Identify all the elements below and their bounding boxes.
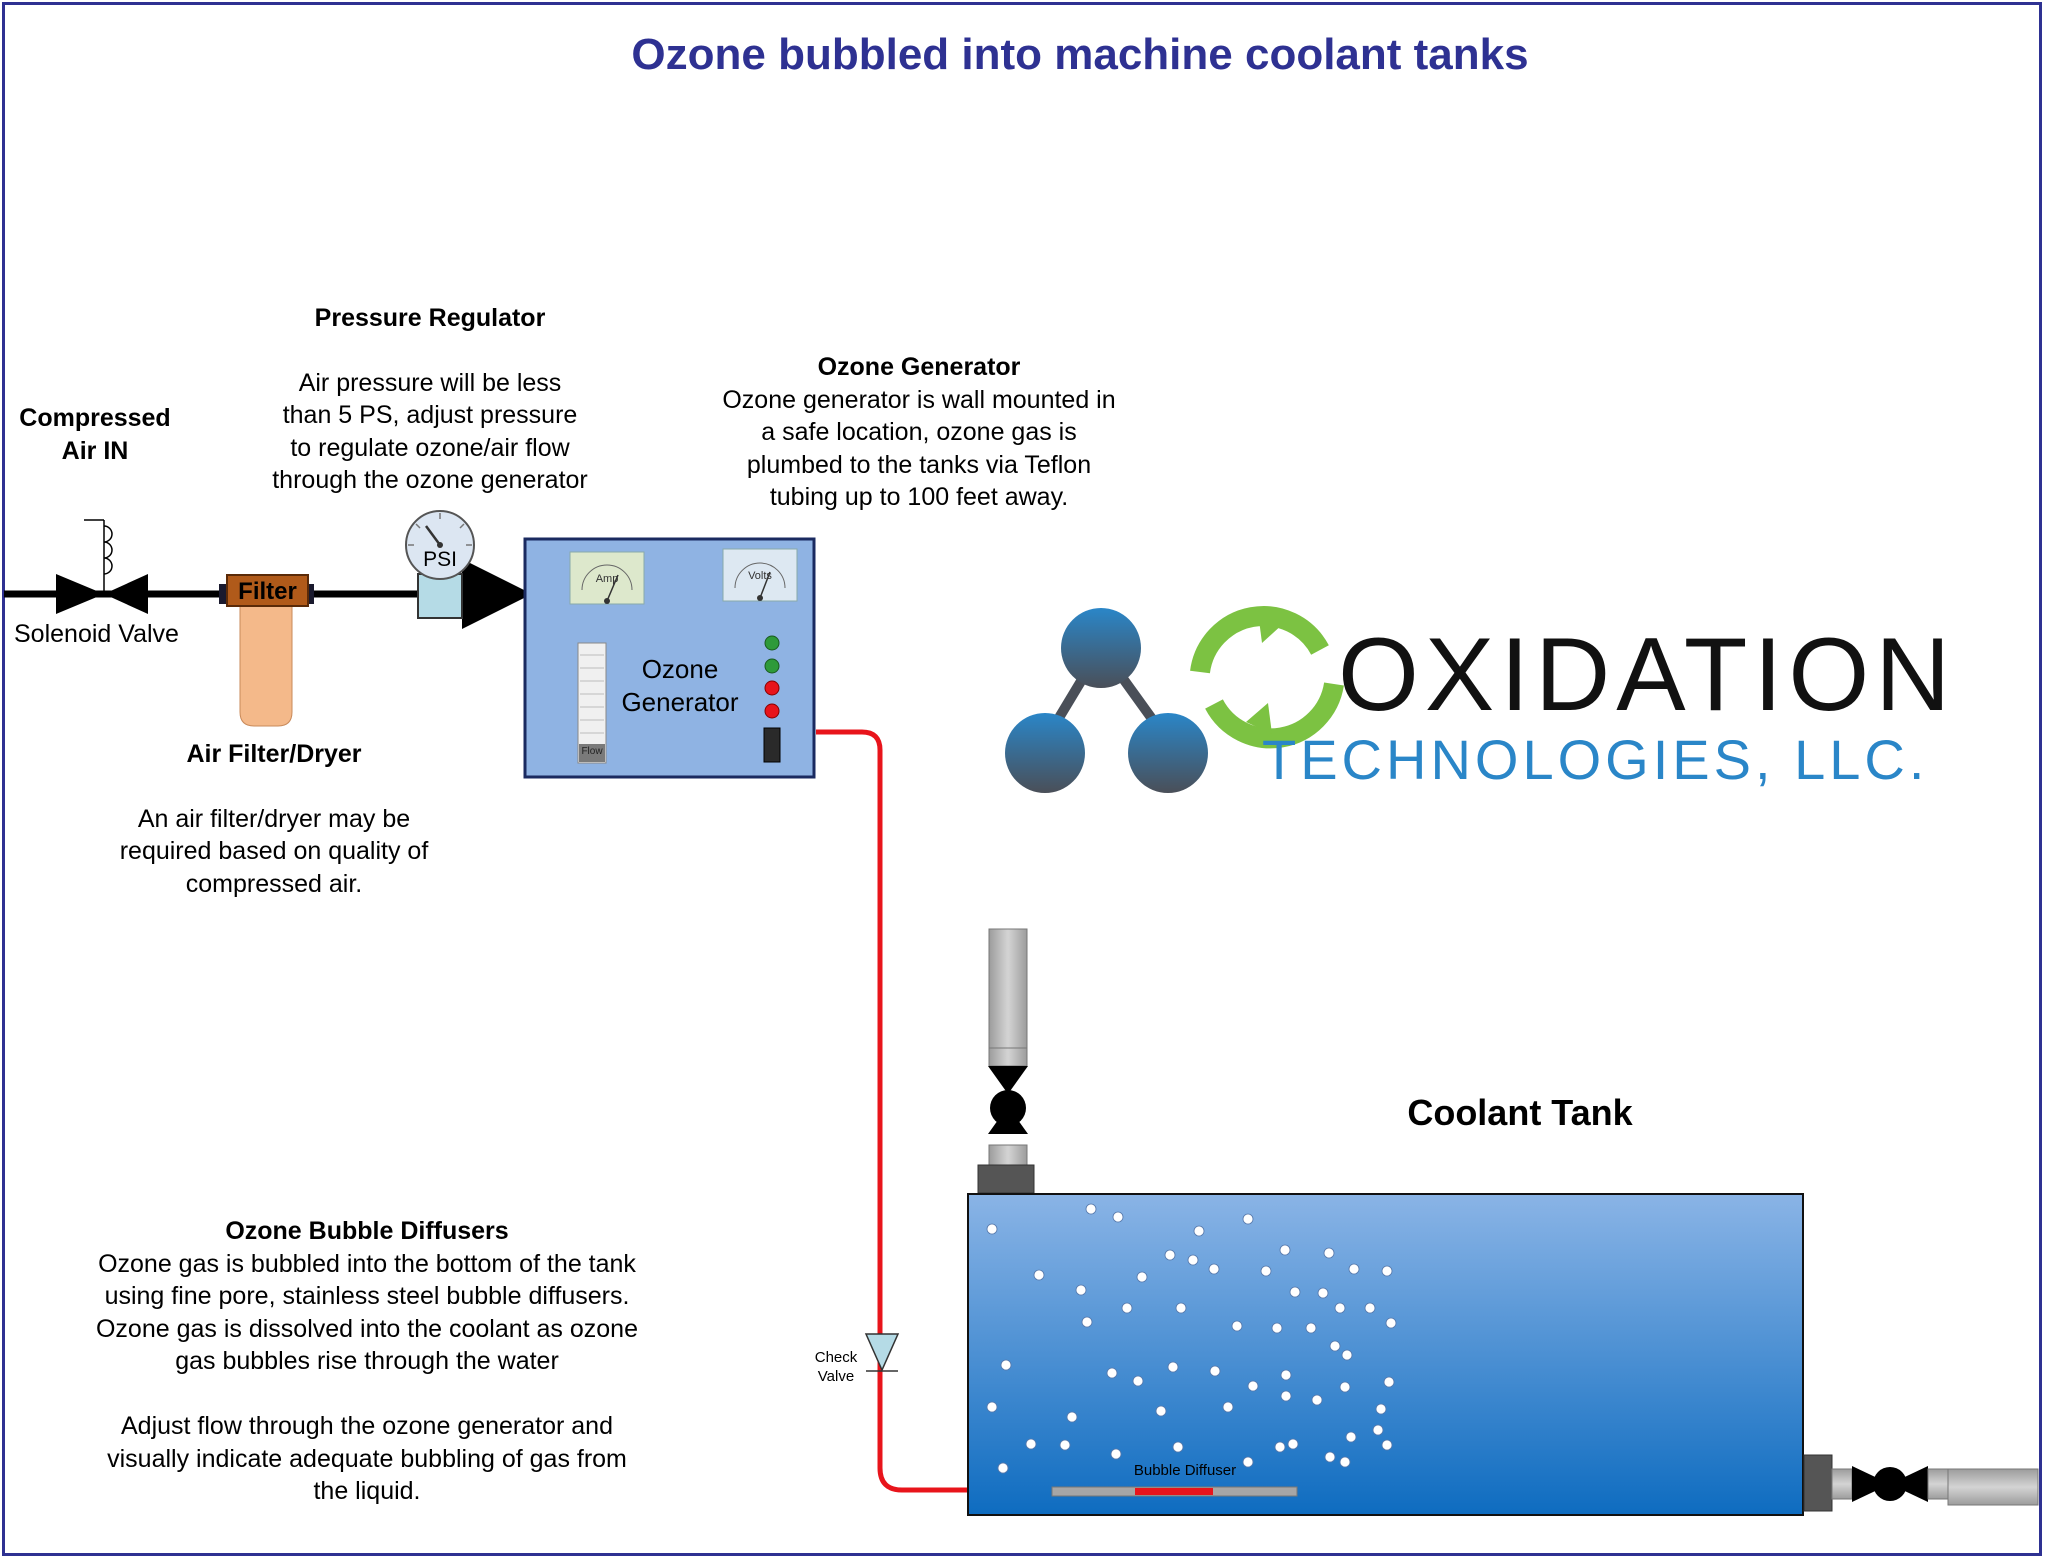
- air-filter-note: Air Filter/Dryer An air filter/dryer may…: [94, 738, 454, 900]
- compressed-air-label: Compressed Air IN: [19, 404, 171, 465]
- coolant-tank: [967, 1193, 1804, 1516]
- logo-molecule-icon: [1005, 608, 1208, 793]
- ozone-generator-text: Ozone generator is wall mounted in a saf…: [722, 385, 1116, 512]
- psi-tag: PSI: [423, 548, 457, 571]
- indicator-lights: [764, 635, 780, 719]
- check-valve-icon[interactable]: [864, 1333, 900, 1372]
- generator-panel-label: Ozone Generator: [621, 654, 739, 717]
- indicator-light: [764, 658, 780, 674]
- bubble-diffusers-text: Ozone gas is bubbled into the bottom of …: [95, 1249, 638, 1506]
- filter-tag: Filter: [238, 578, 297, 605]
- flow-meter-label: Flow: [581, 746, 603, 757]
- bubble-diffusers-heading: Ozone Bubble Diffusers: [225, 1217, 509, 1245]
- check-valve-label: Check Valve: [814, 1349, 858, 1385]
- bubble-diffuser-label: Bubble Diffuser: [1133, 1462, 1237, 1479]
- ozone-generator-note: Ozone Generator Ozone generator is wall …: [694, 351, 1144, 514]
- air-filter-icon[interactable]: [219, 574, 314, 727]
- solenoid-valve-icon[interactable]: [56, 519, 148, 614]
- logo-name: OXIDATION: [1338, 617, 1957, 733]
- coolant-tank-label: Coolant Tank: [1407, 1092, 1633, 1133]
- pressure-regulator-text: Air pressure will be less than 5 PS, adj…: [272, 368, 588, 495]
- air-filter-heading: Air Filter/Dryer: [186, 740, 362, 768]
- logo-recycle-o-icon: [1190, 606, 1344, 749]
- pressure-gauge-icon[interactable]: [405, 510, 475, 619]
- bubble-diffuser-icon: [1051, 1486, 1298, 1497]
- pressure-regulator-heading: Pressure Regulator: [314, 304, 546, 332]
- amp-meter-label: Amp: [595, 573, 619, 585]
- ozone-generator-heading: Ozone Generator: [817, 353, 1021, 381]
- indicator-light: [764, 703, 780, 719]
- bubbles: [986, 1203, 1397, 1474]
- solenoid-valve-label: Solenoid Valve: [14, 620, 179, 648]
- vent-valve-icon[interactable]: [977, 928, 1035, 1194]
- indicator-light: [764, 680, 780, 696]
- air-filter-text: An air filter/dryer may be required base…: [119, 804, 429, 898]
- pressure-regulator-note: Pressure Regulator Air pressure will be …: [235, 302, 625, 497]
- diagram-title: Ozone bubbled into machine coolant tanks: [631, 30, 1529, 79]
- ozone-gas-line: [816, 729, 1040, 1493]
- volts-meter-label: Volts: [748, 570, 772, 582]
- ozone-generator-icon[interactable]: [523, 537, 816, 779]
- indicator-light: [764, 635, 780, 651]
- drain-valve-icon[interactable]: [1803, 1454, 2039, 1512]
- bubble-diffusers-note: Ozone Bubble Diffusers Ozone gas is bubb…: [62, 1215, 672, 1508]
- logo-tagline: TECHNOLOGIES, LLC.: [1262, 728, 1929, 791]
